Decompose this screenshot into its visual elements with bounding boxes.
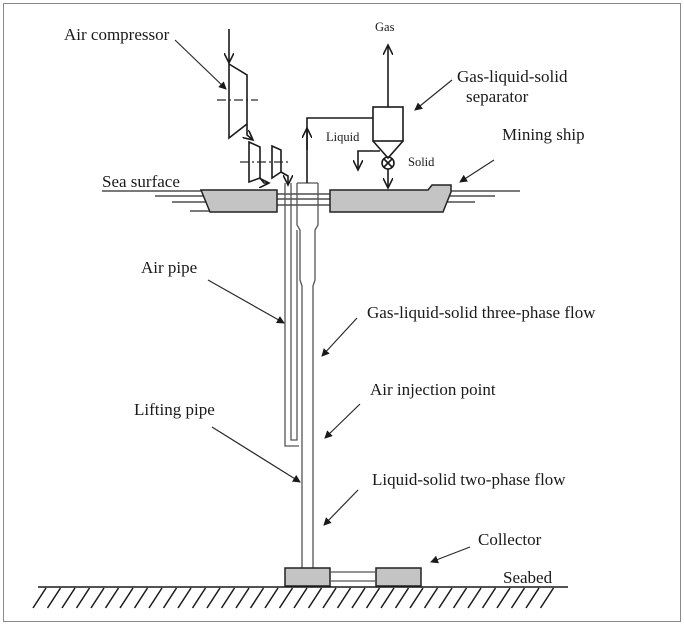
hatch-line — [61, 587, 76, 609]
pointer-collector — [430, 546, 471, 564]
liquid-outlet-arrow — [358, 150, 380, 170]
hatch-line — [46, 587, 62, 609]
compressor-outlet-arrow — [280, 171, 288, 185]
compressor-stage-1 — [228, 62, 248, 140]
hatch-line — [235, 587, 250, 609]
label-collector: Collector — [478, 530, 542, 549]
air-pipe — [284, 183, 299, 447]
hatch-line — [32, 587, 47, 609]
gas-liquid-solid-separator — [358, 45, 404, 188]
pointer-three-phase-flow — [321, 317, 358, 357]
hatch-line — [423, 587, 439, 609]
seabed-hatching — [32, 587, 555, 609]
hatch-line — [307, 587, 323, 609]
stage-connector-2 — [260, 177, 269, 183]
collector-block-left — [284, 567, 331, 587]
label-air-injection-point: Air injection point — [370, 380, 496, 399]
hatch-line — [394, 587, 410, 609]
label-separator-line1: Gas-liquid-solid — [457, 67, 568, 86]
lifting-pipe — [296, 182, 319, 568]
label-air-compressor: Air compressor — [64, 25, 170, 44]
hatch-line — [119, 587, 134, 609]
pointer-two-phase-flow — [323, 489, 359, 526]
pointer-mining-ship — [459, 159, 495, 183]
hatch-line — [438, 587, 453, 609]
hatch-line — [191, 587, 207, 609]
hatch-line — [481, 587, 497, 609]
hatch-line — [249, 587, 265, 609]
collector-connector — [330, 571, 376, 582]
hatch-line — [539, 587, 555, 609]
collector-block-right — [375, 567, 422, 587]
label-three-phase-flow: Gas-liquid-solid three-phase flow — [367, 303, 596, 322]
label-two-phase-flow: Liquid-solid two-phase flow — [372, 470, 566, 489]
hatch-line — [133, 587, 149, 609]
figure-frame — [3, 3, 681, 622]
stage-connector-1 — [247, 124, 253, 140]
air-compressor — [217, 29, 290, 185]
label-mining-ship: Mining ship — [502, 125, 585, 144]
hatch-line — [496, 587, 511, 609]
hatch-line — [365, 587, 381, 609]
hatch-line — [264, 587, 279, 609]
hatch-line — [206, 587, 221, 609]
sea-surface-lines — [102, 190, 520, 212]
hatch-line — [351, 587, 366, 609]
pointer-separator — [414, 79, 453, 111]
hatch-line — [409, 587, 424, 609]
mining-ship-hull-right — [329, 184, 452, 213]
label-gas: Gas — [375, 20, 395, 34]
hatch-line — [293, 587, 308, 609]
hatch-line — [452, 587, 468, 609]
riser-to-separator — [306, 117, 373, 183]
label-air-pipe: Air pipe — [141, 258, 197, 277]
hatch-line — [104, 587, 120, 609]
hatch-line — [177, 587, 192, 609]
hatch-line — [75, 587, 91, 609]
label-separator-line2: separator — [466, 87, 529, 106]
pointer-air-compressor — [174, 39, 227, 90]
hatch-line — [336, 587, 352, 609]
label-lifting-pipe: Lifting pipe — [134, 400, 215, 419]
hatch-line — [220, 587, 236, 609]
hatch-line — [510, 587, 526, 609]
label-solid: Solid — [408, 155, 435, 169]
label-seabed: Seabed — [503, 568, 553, 587]
hatch-line — [278, 587, 294, 609]
pointer-lifting-pipe — [211, 426, 301, 483]
hatch-line — [380, 587, 395, 609]
pointer-air-injection — [324, 403, 361, 439]
label-sea-surface: Sea surface — [102, 172, 180, 191]
hatch-line — [90, 587, 105, 609]
hatch-line — [148, 587, 163, 609]
mining-ship-hull-left — [199, 189, 278, 213]
hatch-line — [525, 587, 540, 609]
hatch-line — [162, 587, 178, 609]
hatch-line — [467, 587, 482, 609]
pointer-air-pipe — [207, 279, 285, 324]
label-liquid: Liquid — [326, 130, 360, 144]
hatch-line — [322, 587, 337, 609]
